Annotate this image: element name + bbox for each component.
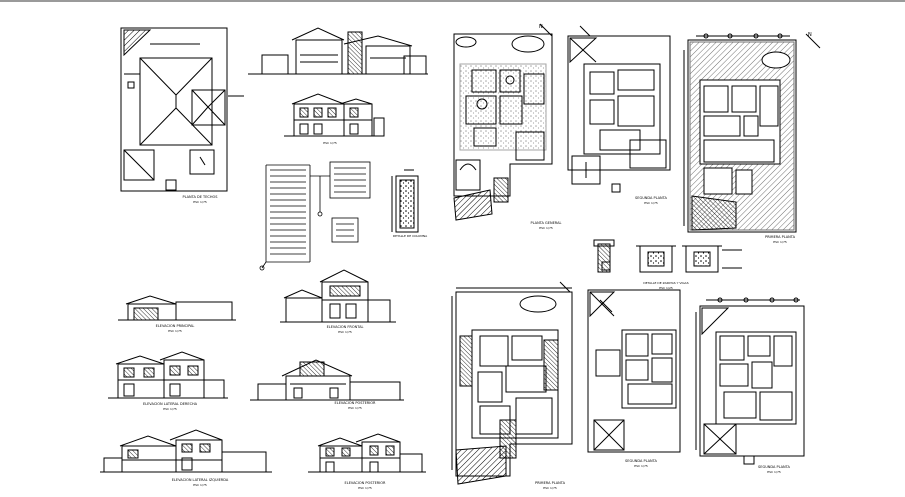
left-lateral-title: ELEVACION LATERAL IZQUIERDA — [172, 478, 229, 482]
right-lateral-elevation — [108, 351, 228, 399]
column-detail — [391, 169, 419, 233]
main-elevation — [118, 295, 236, 321]
main-elevation-scale: ESC 1/75 — [168, 329, 182, 333]
column-detail-title: DETALLE DE COLUMNA — [393, 234, 428, 238]
structural-plan-1-title: PRIMERA PLANTA — [535, 481, 566, 485]
section-scale: ESC 1/75 — [323, 141, 337, 145]
facade-elevation-scale: ESC 1/75 — [338, 330, 352, 334]
structural-plan-3 — [695, 297, 805, 465]
structural-plan-2-title: SEGUNDA PLANTA — [625, 459, 657, 463]
north-mark-2: N — [808, 32, 812, 38]
left-lateral-elevation — [100, 429, 272, 473]
front-elevation-top — [248, 27, 428, 75]
electrical-diagram — [259, 161, 371, 271]
rear-elevation — [250, 359, 404, 401]
top-border — [0, 0, 905, 2]
facade-elevation-title: ELEVACION FRONTAL — [327, 325, 364, 329]
structural-plan-2 — [587, 289, 681, 453]
structural-plan-3-title: SEGUNDA PLANTA — [758, 465, 790, 469]
second-plan-top-scale: ESC 1/75 — [644, 201, 658, 205]
left-lateral-scale: ESC 1/75 — [193, 483, 207, 487]
rear-elevation-title: ELEVACION POSTERIOR — [335, 401, 376, 405]
first-plan-hatched-title: PRIMERA PLANTA — [765, 235, 796, 239]
north-mark-1: N — [539, 24, 543, 30]
first-plan-hatched — [683, 33, 821, 233]
structural-plan-1-scale: ESC 1/75 — [543, 486, 557, 490]
structural-plan-2-scale: ESC 1/75 — [634, 464, 648, 468]
rear-elevation-scale: ESC 1/75 — [348, 406, 362, 410]
main-elevation-title: ELEVACION PRINCIPAL — [156, 324, 195, 328]
rear-elevation-bottom-scale: ESC 1/75 — [358, 486, 372, 490]
structural-plan-1 — [451, 281, 573, 485]
rear-elevation-bottom-title: ELEVACION POSTERIOR — [345, 481, 386, 485]
footing-details — [593, 239, 742, 273]
right-lateral-title: ELEVACION LATERAL DERECHA — [143, 402, 198, 406]
site-plan-scale: ESC 1/75 — [539, 226, 553, 230]
second-plan-top-title: SEGUNDA PLANTA — [635, 196, 667, 200]
rear-elevation-bottom — [308, 433, 426, 473]
second-plan-top — [567, 25, 671, 193]
first-plan-hatched-scale: ESC 1/75 — [773, 240, 787, 244]
roof-plan-scale: ESC 1/75 — [193, 200, 207, 204]
section-elevation-top — [284, 93, 385, 137]
site-plan — [453, 23, 553, 221]
site-plan-title: PLANTA GENERAL — [531, 221, 562, 225]
roof-plan-title: PLANTA DE TECHOS — [183, 195, 219, 199]
footing-detail-scale: ESC 1/25 — [659, 286, 673, 290]
roof-plan — [120, 27, 244, 192]
facade-elevation — [280, 269, 396, 323]
structural-plan-3-scale: ESC 1/75 — [767, 470, 781, 474]
footing-detail-title: DETALLE DE ZAPATAS Y VIGAS — [643, 281, 688, 285]
right-lateral-scale: ESC 1/75 — [163, 407, 177, 411]
